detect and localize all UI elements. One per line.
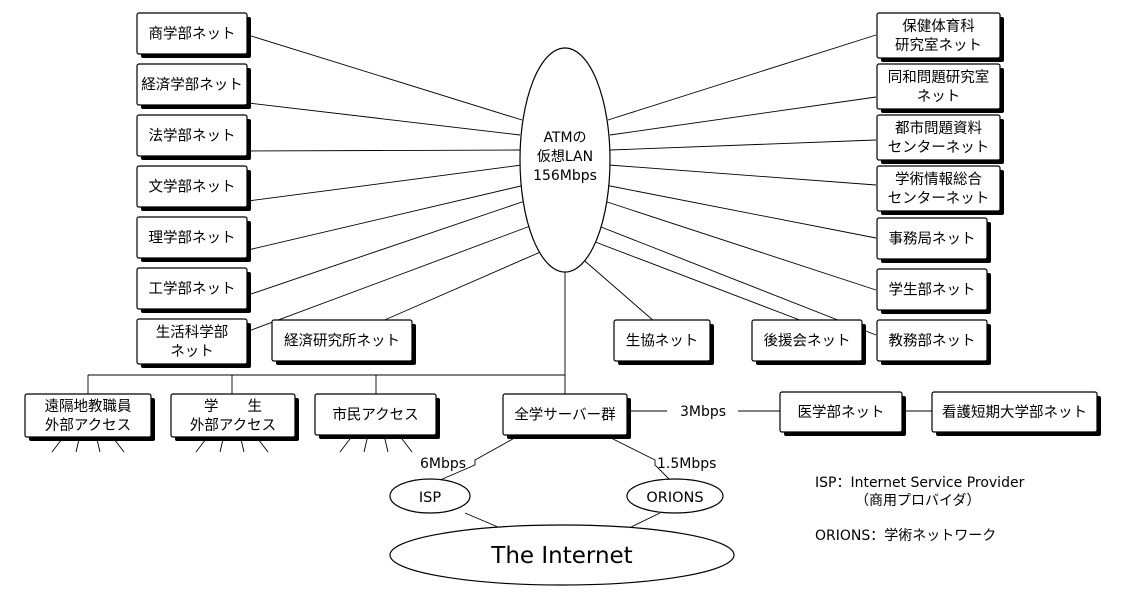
left-net-1-box <box>136 12 248 55</box>
bottom-net-coop-box <box>613 319 711 362</box>
access-citizens-label: 市民アクセス <box>332 407 418 424</box>
right-net-5: 事務局ネット <box>876 217 991 263</box>
connection-lines <box>51 34 932 531</box>
right-net-7-box <box>876 319 988 362</box>
internet-label: The Internet <box>490 543 632 569</box>
access-remote-staff-label: 遠隔地教職員 <box>45 398 132 415</box>
left-net-4-box <box>136 165 248 208</box>
server-group: 全学サーバー群 <box>502 393 631 439</box>
left-net-5-box <box>136 216 248 259</box>
bottom-net-coop: 生協ネット <box>613 319 714 365</box>
left-net-6: 工学部ネット <box>136 267 251 313</box>
atm-hub-label-3: 156Mbps <box>533 168 597 184</box>
left-net-3-label: 法学部ネット <box>149 128 236 145</box>
access-remote-staff-label: 外部アクセス <box>45 417 131 434</box>
orions-speed-label: 1.5Mbps <box>657 456 716 472</box>
isp-speed-label: 6Mbps <box>420 456 466 472</box>
legend-isp: ISP：Internet Service Provider <box>815 475 1025 491</box>
right-net-7: 教務部ネット <box>876 319 991 365</box>
left-net-2: 経済学部ネット <box>136 63 251 109</box>
right-net-7-label: 教務部ネット <box>889 333 976 350</box>
right-net-3-label: センターネット <box>888 139 990 156</box>
right-net-4-label: 学術情報総合 <box>895 171 982 188</box>
left-net-5: 理学部ネット <box>136 216 251 262</box>
nursing-net: 看護短期大学部ネット <box>931 391 1101 436</box>
server-group-label: 全学サーバー群 <box>514 406 615 424</box>
access-students-box <box>170 393 296 438</box>
left-net-5-label: 理学部ネット <box>149 230 236 247</box>
internet-ellipse <box>389 524 735 586</box>
left-net-2-box <box>136 63 248 106</box>
bottom-net-supporters-label: 後援会ネット <box>764 333 851 350</box>
right-net-2-label: ネット <box>917 88 961 105</box>
left-net-7-label: ネット <box>170 343 214 360</box>
left-net-1: 商学部ネット <box>136 12 251 58</box>
right-net-4-box <box>876 165 1001 212</box>
medical-net-label: 医学部ネット <box>798 404 885 421</box>
medical-net-box <box>779 391 903 433</box>
network-nodes: 商学部ネット経済学部ネット法学部ネット文学部ネット理学部ネット工学部ネット生活科… <box>24 12 1101 441</box>
nursing-net-label: 看護短期大学部ネット <box>942 404 1087 421</box>
right-net-6: 学生部ネット <box>876 268 991 314</box>
access-citizens: 市民アクセス <box>314 393 440 439</box>
left-net-7-label: 生活科学部 <box>156 324 229 341</box>
left-net-4: 文学部ネット <box>136 165 251 211</box>
access-students-label: 外部アクセス <box>190 417 276 434</box>
left-net-3: 法学部ネット <box>136 114 251 160</box>
right-net-5-box <box>876 217 988 260</box>
left-net-1-label: 商学部ネット <box>149 26 236 43</box>
bottom-net-economics-institute-label: 経済研究所ネット <box>284 333 400 350</box>
isp-ellipse <box>389 478 471 514</box>
bottom-net-supporters-box <box>751 319 863 362</box>
right-net-1-box <box>876 12 1001 59</box>
right-net-4-label: センターネット <box>888 190 990 207</box>
right-net-1-label: 保健体育科 <box>902 18 975 35</box>
nursing-net-box <box>931 391 1098 433</box>
bottom-net-economics-institute-box <box>271 319 413 362</box>
orions-label: ORIONS <box>646 490 703 506</box>
right-net-2-box <box>876 63 1001 110</box>
left-net-6-label: 工学部ネット <box>149 281 236 298</box>
right-net-5-label: 事務局ネット <box>889 231 976 248</box>
left-net-2-label: 経済学部ネット <box>141 77 243 94</box>
left-net-3-box <box>136 114 248 157</box>
atm-hub-label-1: ATMの <box>543 130 586 146</box>
bottom-net-coop-label: 生協ネット <box>626 333 699 350</box>
access-students-label: 学 生 <box>204 398 262 415</box>
legend-orions: ORIONS：学術ネットワーク <box>815 528 996 544</box>
orions-ellipse <box>626 478 724 514</box>
access-citizens-box <box>314 393 437 436</box>
left-net-6-box <box>136 267 248 310</box>
server-group-box <box>502 393 628 436</box>
left-net-7-box <box>136 318 248 365</box>
access-remote-staff-box <box>24 393 152 438</box>
left-net-4-label: 文学部ネット <box>149 179 236 196</box>
atm-hub-ellipse <box>519 47 611 273</box>
bottom-net-economics-institute: 経済研究所ネット <box>271 319 416 365</box>
medical-speed-label: 3Mbps <box>680 404 726 420</box>
right-net-3-box <box>876 114 1001 161</box>
legend-isp-sub: （商用プロバイダ） <box>855 493 980 509</box>
right-net-2-label: 同和問題研究室 <box>888 69 990 86</box>
right-net-6-box <box>876 268 988 311</box>
right-net-6-label: 学生部ネット <box>889 282 976 299</box>
right-net-1-label: 研究室ネット <box>895 37 982 54</box>
right-net-3-label: 都市問題資料 <box>895 120 982 137</box>
bottom-net-supporters: 後援会ネット <box>751 319 866 365</box>
isp-label: ISP <box>419 490 441 506</box>
medical-net: 医学部ネット <box>779 391 906 436</box>
atm-hub-label-2: 仮想LAN <box>537 149 593 165</box>
